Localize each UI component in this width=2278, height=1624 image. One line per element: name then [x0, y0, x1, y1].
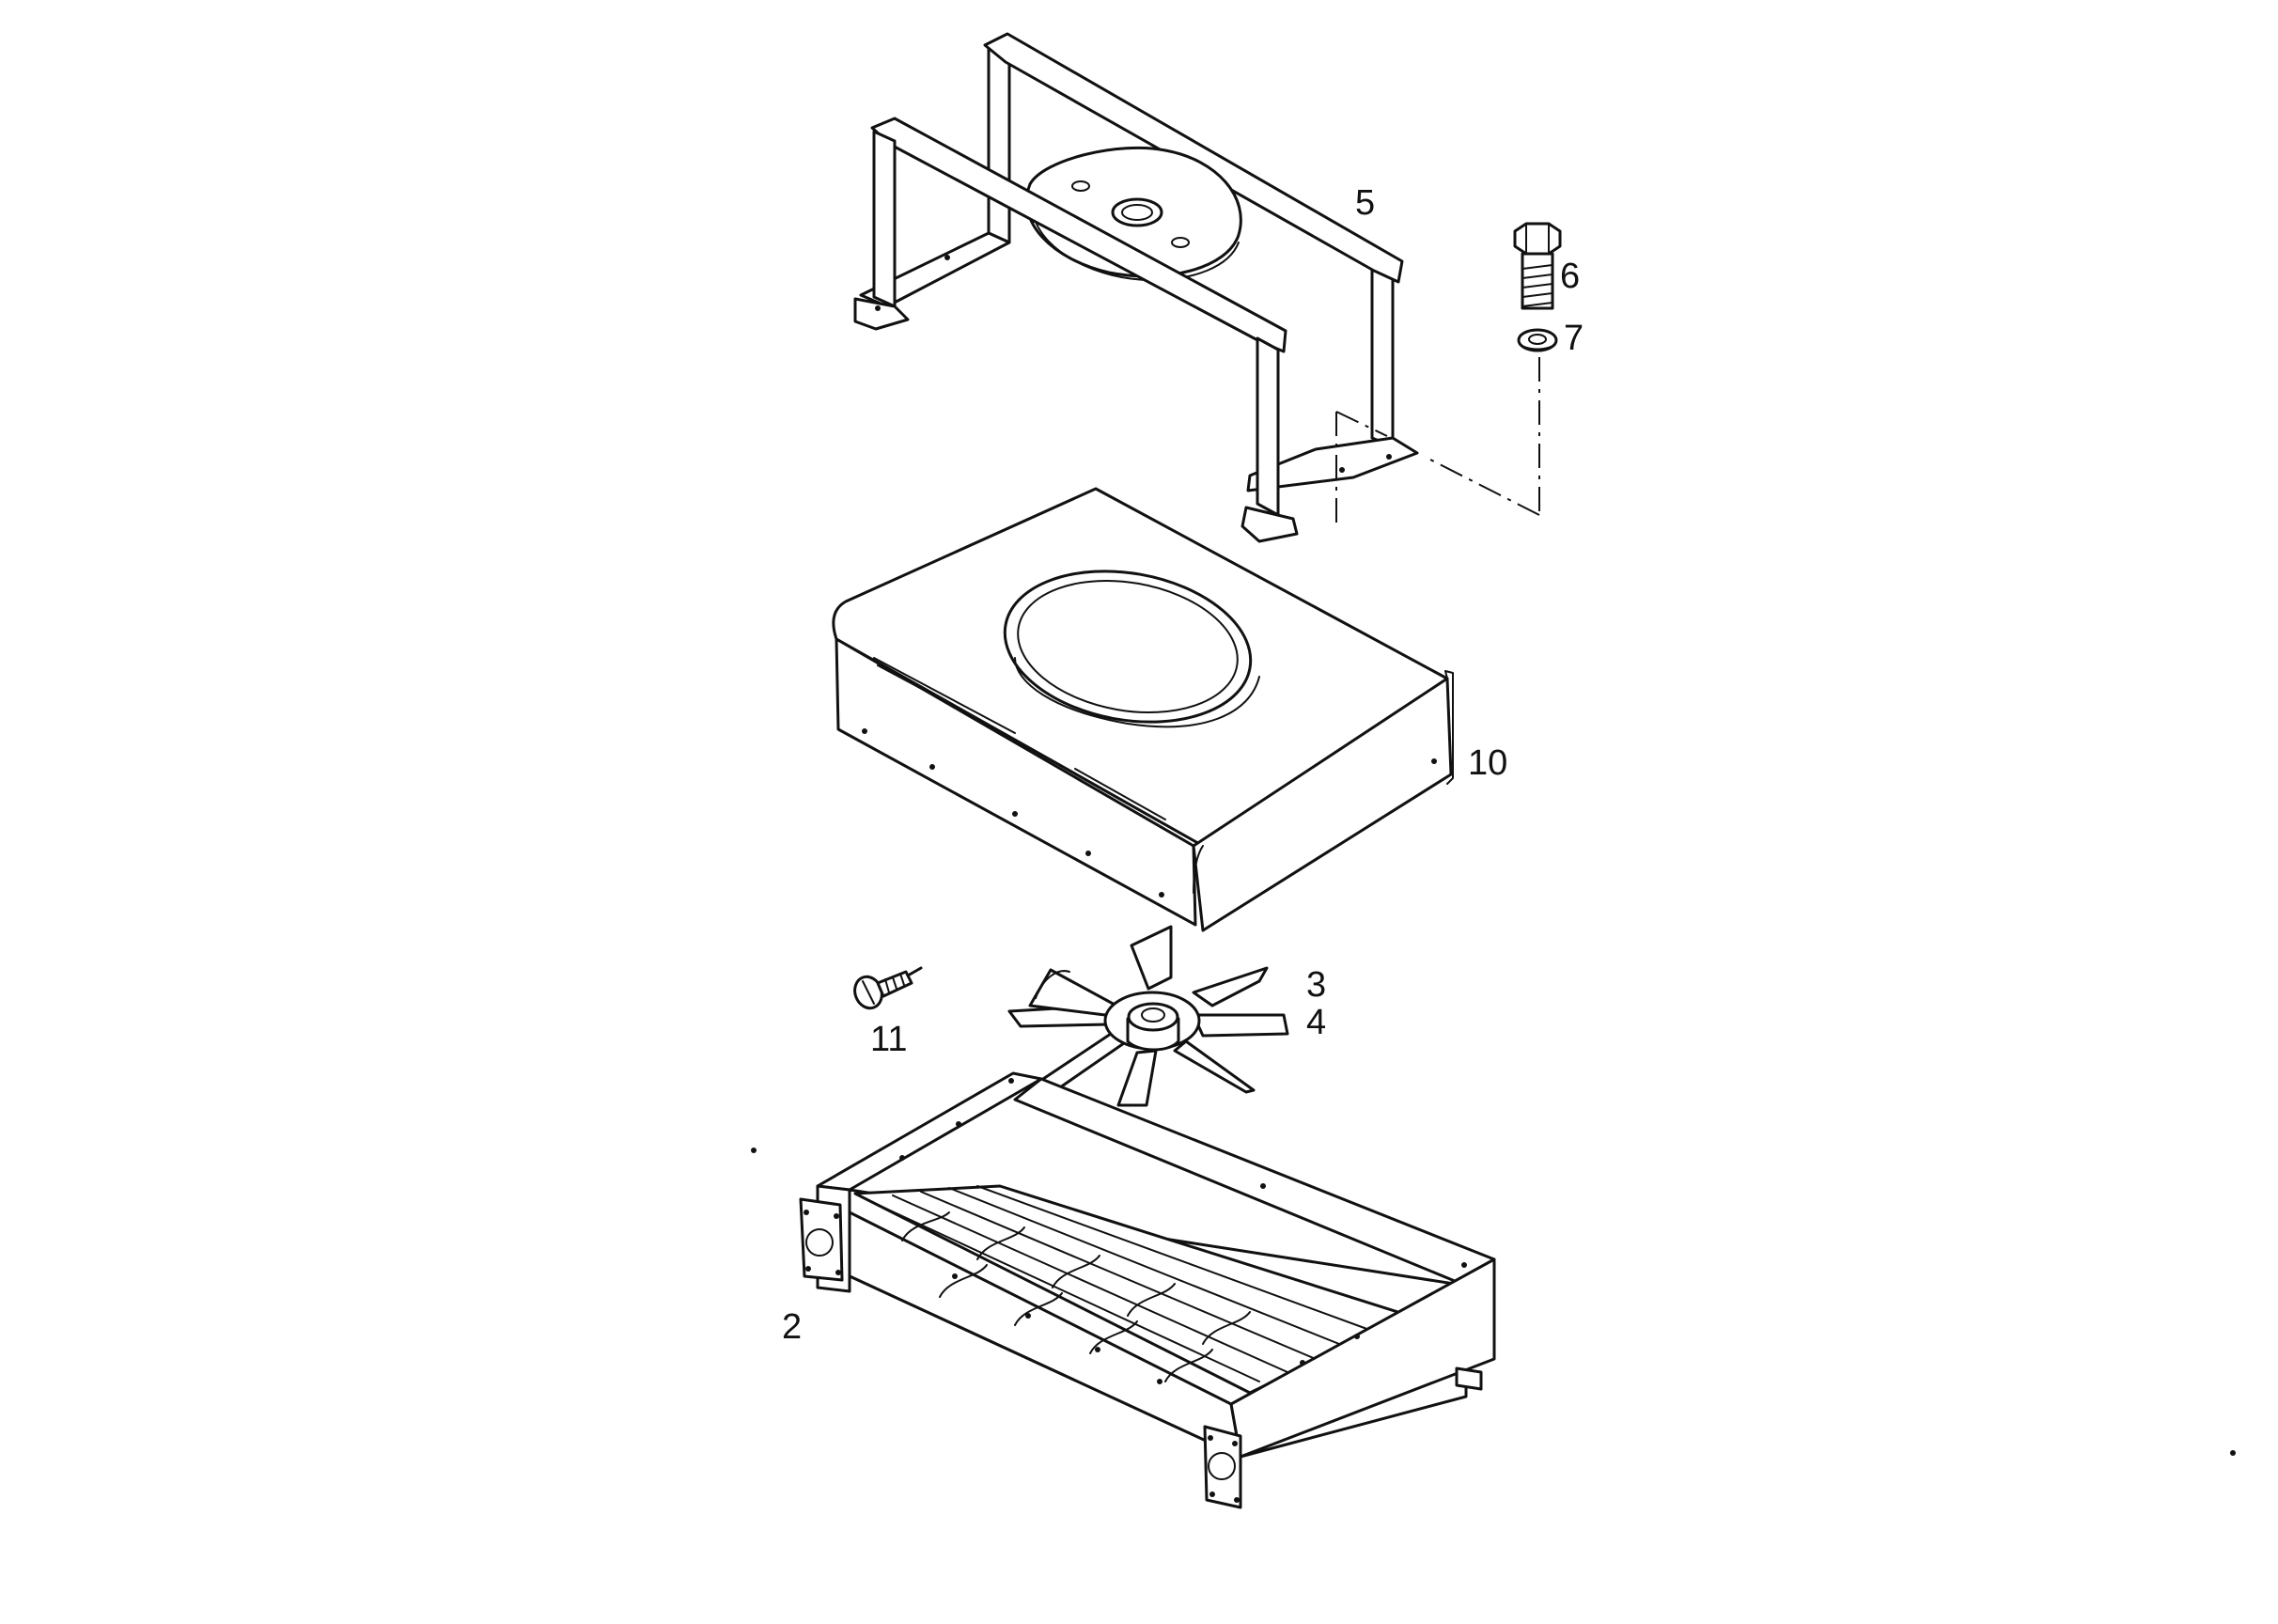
- self-tapping-screw: [853, 966, 923, 1010]
- callout-fan-lower: 4: [1306, 1003, 1326, 1042]
- shroud-ring: [1003, 570, 1260, 728]
- assembly-guide-lines: [1335, 357, 1540, 526]
- scan-speck: [751, 1148, 757, 1153]
- radiator-core: [853, 1184, 1412, 1395]
- bolt: [1513, 222, 1562, 310]
- mounting-frame: [853, 32, 1419, 543]
- cooling-fan: [1007, 925, 1289, 1107]
- fan-shroud-cover: [832, 487, 1454, 932]
- callout-frame: 5: [1355, 183, 1375, 223]
- washer: [1517, 328, 1558, 352]
- callout-fan-upper: 3: [1306, 965, 1326, 1005]
- callout-screw: 11: [870, 1020, 907, 1059]
- scan-speck: [2230, 1450, 2236, 1456]
- radiator: [799, 1071, 1496, 1509]
- callout-cover: 10: [1468, 743, 1507, 783]
- callout-washer: 7: [1564, 319, 1584, 358]
- callout-bolt: 6: [1560, 257, 1580, 296]
- callout-radiator: 2: [782, 1307, 802, 1347]
